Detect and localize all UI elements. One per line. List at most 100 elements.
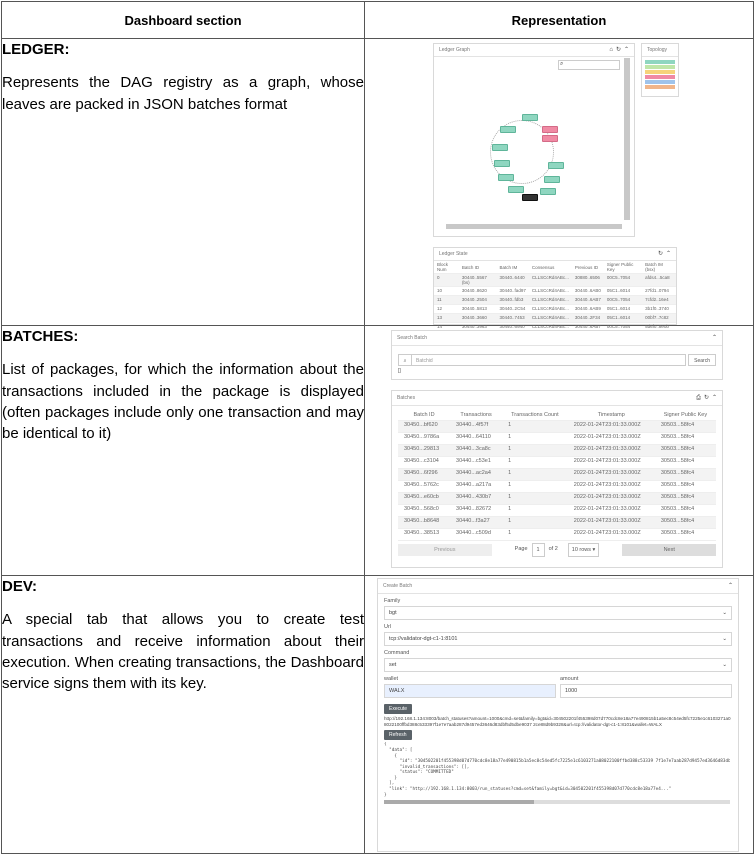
- table-cell: 30440...a217a: [450, 480, 503, 493]
- search-result: []: [398, 368, 401, 374]
- chevron-down-icon: ⌄: [722, 662, 727, 668]
- column-header[interactable]: Transactions: [450, 409, 503, 421]
- url-select[interactable]: tcp://validator-dgt-c1-1:8101⌄: [384, 632, 732, 646]
- vertical-scrollbar[interactable]: [624, 58, 630, 220]
- rows-select[interactable]: 10 rows ▾: [567, 543, 600, 557]
- dev-text: A special tab that allows you to create …: [2, 611, 364, 693]
- home-icon[interactable]: ⌂: [609, 47, 613, 53]
- dag-node[interactable]: [542, 135, 558, 142]
- horizontal-scrollbar[interactable]: [446, 224, 622, 229]
- column-header[interactable]: Signer Public Key: [654, 409, 716, 421]
- table-cell: 1: [502, 528, 568, 541]
- table-cell: 7cfd2..16e4: [642, 295, 676, 305]
- table-cell: CLLSCcRd4ABc...: [528, 295, 572, 305]
- search-button[interactable]: Search: [688, 354, 716, 366]
- table-cell: 30503...58fc4: [654, 456, 716, 469]
- batches-representation: Search Batch ⌃ ⌕ Batchid Search [] Batch…: [364, 325, 754, 576]
- table-cell: 30503...58fc4: [654, 480, 716, 493]
- dag-node[interactable]: [544, 176, 560, 183]
- dag-node[interactable]: [500, 126, 516, 133]
- table-cell: 30440..6AB7: [571, 295, 604, 305]
- table-cell: 1: [502, 468, 568, 481]
- table-cell: 1: [502, 456, 568, 469]
- collapse-icon[interactable]: ⌃: [623, 47, 629, 53]
- graph-search-input[interactable]: ⌕: [558, 60, 620, 70]
- table-cell: 2022-01-24T23:01:33.000Z: [567, 480, 655, 493]
- ledger-representation: Ledger Graph ⌂↻⌃ ⌕: [364, 38, 754, 332]
- header-row: Dashboard section Representation: [1, 1, 754, 39]
- ledger-text: Represents the DAG registry as a graph, …: [2, 74, 364, 113]
- dag-root-node[interactable]: [522, 194, 538, 201]
- dag-node[interactable]: [508, 186, 524, 193]
- column-header[interactable]: Signer Public Key: [603, 261, 643, 274]
- dag-node[interactable]: [540, 188, 556, 195]
- next-button[interactable]: Next: [622, 544, 716, 556]
- batches-description: BATCHES: List of packages, for which the…: [1, 325, 365, 576]
- dag-node[interactable]: [498, 174, 514, 181]
- table-cell: 30440..2C54: [496, 304, 529, 314]
- column-header[interactable]: Consensus: [528, 261, 572, 274]
- column-header[interactable]: Timestamp: [567, 409, 655, 421]
- print-icon[interactable]: ⎙: [696, 395, 701, 401]
- amount-input[interactable]: 1000: [560, 684, 732, 698]
- table-cell: 30440...ac2a4: [450, 468, 503, 481]
- dag-node[interactable]: [494, 160, 510, 167]
- table-cell: 30450...bf620: [398, 420, 451, 433]
- table-cell: 30450...38513: [398, 528, 451, 541]
- table-cell: 3b1f0..3740: [642, 304, 676, 314]
- collapse-icon[interactable]: ⌃: [711, 395, 717, 401]
- column-header[interactable]: Previous ID: [571, 261, 604, 274]
- dag-node[interactable]: [542, 126, 558, 133]
- page-input[interactable]: 1: [531, 543, 545, 557]
- collapse-icon[interactable]: ⌃: [711, 335, 717, 341]
- table-cell: 05C1..6014: [603, 304, 643, 314]
- dag-node[interactable]: [522, 114, 538, 121]
- column-header[interactable]: Transactions Count: [502, 409, 568, 421]
- dag-node[interactable]: [548, 162, 564, 169]
- table-cell: 2022-01-24T23:01:33.000Z: [567, 432, 655, 445]
- execute-button[interactable]: Execute: [384, 704, 413, 714]
- ledger-description: LEDGER: Represents the DAG registry as a…: [1, 38, 365, 326]
- previous-button[interactable]: Previous: [398, 544, 492, 556]
- collapse-icon[interactable]: ⌃: [665, 251, 671, 257]
- column-header[interactable]: Batch IM: [496, 261, 529, 274]
- table-cell: 05C1..6014: [603, 286, 643, 296]
- column-header[interactable]: Batch ID: [398, 409, 451, 421]
- refresh-icon[interactable]: ↻: [657, 251, 663, 257]
- row-dev: DEV: A special tab that allows you to cr…: [1, 575, 754, 854]
- table-cell: 00bf7..7c82: [642, 313, 676, 323]
- table-cell: 0: [434, 273, 459, 287]
- family-select[interactable]: bgt⌄: [384, 606, 732, 620]
- table-cell: CLLSCcRd4ABc...: [528, 313, 572, 323]
- row-batches: BATCHES: List of packages, for which the…: [1, 325, 754, 576]
- wallet-input[interactable]: WALX: [384, 684, 556, 698]
- command-select[interactable]: set⌄: [384, 658, 732, 672]
- horizontal-scrollbar[interactable]: [384, 800, 730, 805]
- refresh-icon[interactable]: ↻: [615, 47, 621, 53]
- refresh-icon[interactable]: ↻: [703, 395, 709, 401]
- batch-search-input[interactable]: Batchid: [412, 354, 687, 366]
- dag-node[interactable]: [492, 144, 508, 151]
- table-cell: 30440..3660: [458, 313, 497, 323]
- column-header[interactable]: Block Num: [434, 261, 459, 274]
- collapse-icon[interactable]: ⌃: [727, 583, 733, 589]
- column-header[interactable]: Batch IM (bsx): [642, 261, 676, 274]
- table-cell: 30450...c3104: [398, 456, 451, 469]
- column-header[interactable]: Batch ID: [458, 261, 497, 274]
- refresh-button[interactable]: Refresh: [384, 730, 412, 741]
